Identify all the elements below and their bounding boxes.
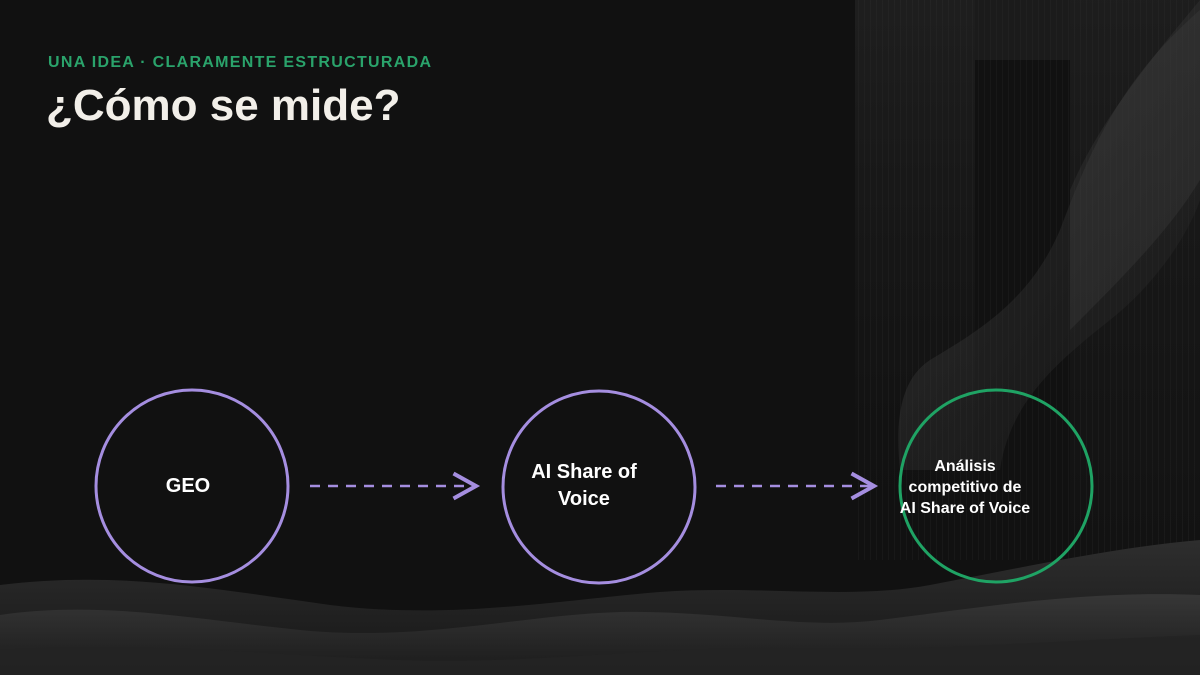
node-geo-label: GEO	[165, 475, 211, 497]
node-sov-label: AI Share of Voice	[531, 461, 637, 510]
bg-wave-front	[0, 635, 1200, 675]
node-comp-label: Análisis competitivo de AI Share of Voic…	[899, 457, 1031, 517]
node-comp-circle	[898, 388, 1094, 584]
eyebrow-label: UNA IDEA · CLARAMENTE ESTRUCTURADA	[48, 54, 433, 71]
node-geo-circle	[94, 388, 290, 584]
page-title: ¿Cómo se mide?	[46, 81, 401, 130]
bg-ribbon	[898, 10, 1200, 470]
bg-ribbon-2	[1070, 0, 1200, 330]
node-sov-circle	[501, 389, 697, 585]
